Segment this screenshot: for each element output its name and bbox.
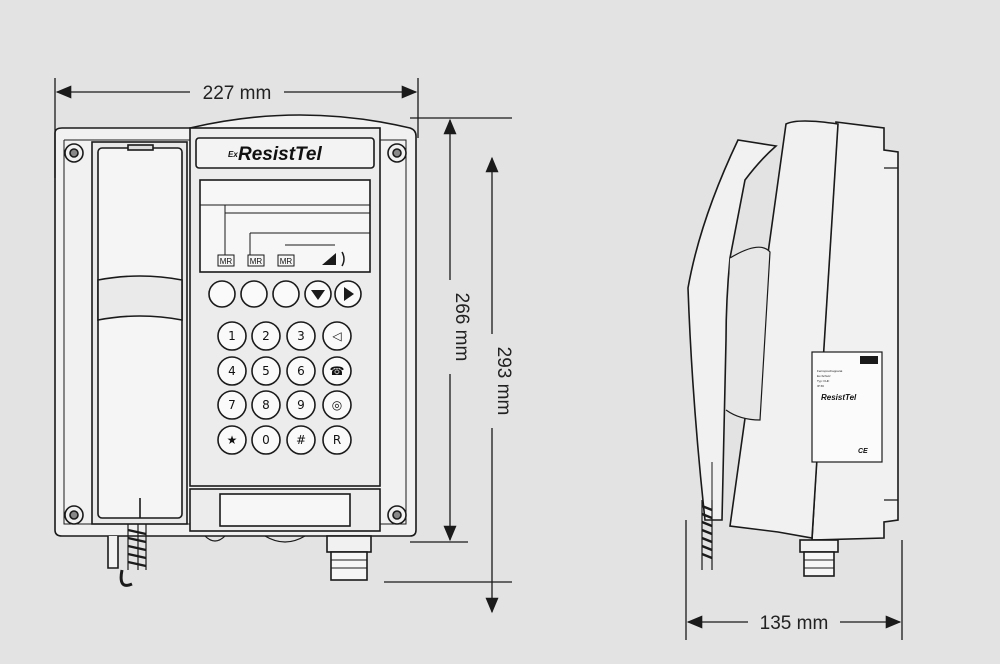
front-cable (107, 524, 147, 587)
dimension-height-total-label: 293 mm (493, 347, 514, 416)
softkey-2 (240, 280, 268, 308)
display-label: MR (280, 257, 293, 266)
keypad-key-label: 3 (297, 329, 305, 343)
keypad-key-label: 7 (228, 398, 236, 412)
keypad-key (251, 321, 281, 351)
softkey-1 (208, 280, 236, 308)
rating-plate-text: Fernsprechapparat Ex-Schutz Typ: FHF IP … (817, 369, 868, 455)
dimension-width-label: 227 mm (203, 83, 272, 104)
front-cable-gland (326, 535, 372, 581)
side-front-cover (729, 120, 839, 539)
keypad-key (286, 356, 316, 386)
keypad-key (217, 356, 247, 386)
keypad: 1 2 3 ◁ 4 5 6 ☎ 7 8 9 ◎ ★ 0 # R (217, 321, 352, 455)
keypad-key-label: 1 (228, 329, 236, 343)
rating-plate (811, 351, 883, 463)
display-label: MR (250, 257, 263, 266)
keypad-key-label: 2 (262, 329, 270, 343)
plate-small-text-3: Typ: FHF (817, 379, 830, 383)
keypad-key (251, 425, 281, 455)
keypad-key-label: 6 (297, 364, 305, 378)
keypad-key-label: 5 (262, 364, 270, 378)
keypad-key-label: 0 (262, 433, 270, 447)
side-handset (687, 139, 778, 521)
keypad-key (322, 390, 352, 420)
keypad-key (251, 356, 281, 386)
corner-screws (64, 143, 407, 525)
keypad-key-label: 4 (228, 364, 236, 378)
plate-small-text-1: Fernsprechapparat (817, 369, 843, 373)
keypad-key (322, 425, 352, 455)
softkey-3 (272, 280, 300, 308)
keypad-key (286, 321, 316, 351)
keypad-key (217, 425, 247, 455)
plate-small-text-4: IP 66 (817, 384, 824, 388)
keypad-key (322, 356, 352, 386)
keypad-key (251, 390, 281, 420)
keypad-key-label: ★ (227, 433, 238, 447)
handset (97, 144, 183, 519)
keypad-key-label: ☎ (330, 364, 345, 378)
keypad-key (286, 390, 316, 420)
keypad-key-label: R (333, 433, 341, 447)
plate-ce-mark: CE (858, 448, 868, 455)
label-window (219, 493, 351, 527)
function-keys (208, 280, 362, 308)
dimension-lines (54, 78, 903, 640)
keypad-key-label: # (296, 433, 306, 447)
dimension-height-inner-label: 266 mm (451, 293, 472, 362)
keypad-key-label: 8 (262, 398, 270, 412)
display-label-box (247, 254, 265, 267)
front-logo-prefix: Ex (228, 150, 238, 159)
display-labels: MR MR MR (217, 254, 295, 267)
keypad-key (286, 425, 316, 455)
keypad-key-label: 9 (297, 398, 305, 412)
keypad-key (217, 321, 247, 351)
keypad-key-label: ◁ (331, 329, 341, 343)
keypad-key (322, 321, 352, 351)
display-label-box (277, 254, 295, 267)
display-label-box (217, 254, 235, 267)
front-logo: ResistTel (238, 144, 322, 165)
plate-logo: ResistTel (821, 393, 857, 402)
dimension-depth-label: 135 mm (760, 613, 829, 634)
keypad-key-label: ◎ (332, 398, 342, 412)
plate-small-text-2: Ex-Schutz (817, 374, 831, 378)
keypad-key (217, 390, 247, 420)
side-view (687, 120, 899, 577)
display-label: MR (220, 257, 233, 266)
